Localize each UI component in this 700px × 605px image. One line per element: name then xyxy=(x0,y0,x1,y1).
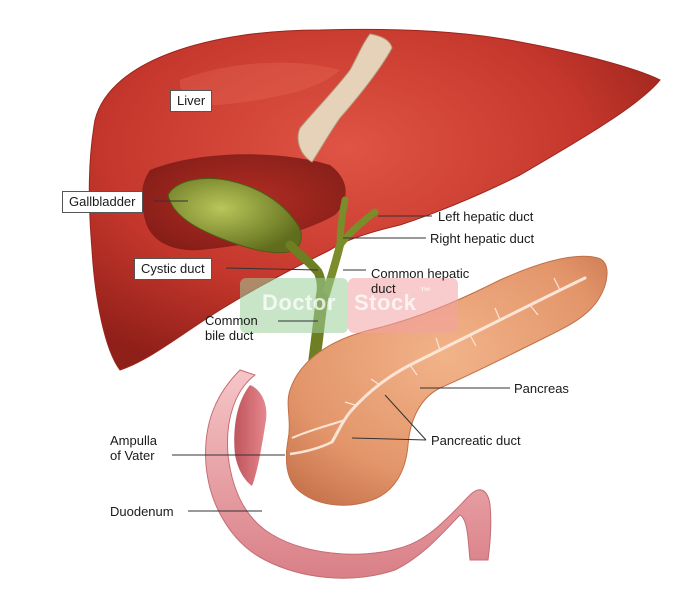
watermark-red-panel xyxy=(348,278,458,333)
label-right-hepatic-duct: Right hepatic duct xyxy=(430,231,535,246)
label-cystic-duct: Cystic duct xyxy=(134,258,212,280)
duodenum-lumen xyxy=(234,385,267,486)
label-common-hepatic-duct-line2: duct xyxy=(371,281,396,296)
label-common-bile-duct: Common bile duct xyxy=(205,313,258,343)
label-common-bile-duct-line1: Common xyxy=(205,313,258,328)
label-ampulla-of-vater: Ampulla of Vater xyxy=(110,433,157,463)
watermark-tm: ™ xyxy=(420,286,432,298)
accessory-duct-shape xyxy=(291,419,346,439)
liver-highlight xyxy=(179,62,340,106)
watermark-green-panel xyxy=(240,278,348,333)
label-liver: Liver xyxy=(170,90,213,112)
watermark-text-stock: Stock xyxy=(354,290,417,315)
duodenum-highlight xyxy=(254,498,350,517)
pancreatic-duct-branches xyxy=(344,277,561,406)
label-pancreas: Pancreas xyxy=(514,381,569,396)
label-common-hepatic-duct: Common hepatic duct xyxy=(371,266,469,296)
label-pancreatic-duct: Pancreatic duct xyxy=(431,433,521,448)
watermark-text-doctor: Doctor xyxy=(262,290,336,315)
falciform-ligament xyxy=(297,33,393,163)
label-duodenum: Duodenum xyxy=(110,504,174,519)
leader-lines xyxy=(154,200,510,512)
label-gallbladder: Gallbladder xyxy=(62,191,143,213)
gallbladder-shape xyxy=(167,177,302,254)
liver-shape xyxy=(88,28,661,371)
duodenum-shape xyxy=(205,369,492,579)
duct-junction xyxy=(289,440,333,456)
label-common-bile-duct-line2: bile duct xyxy=(205,328,254,343)
label-ampulla-line2: of Vater xyxy=(110,448,155,463)
pancreatic-duct-shape xyxy=(330,276,587,444)
label-ampulla-line1: Ampulla xyxy=(110,433,157,448)
label-common-hepatic-duct-line1: Common hepatic xyxy=(371,266,470,281)
label-left-hepatic-duct: Left hepatic duct xyxy=(438,209,534,224)
